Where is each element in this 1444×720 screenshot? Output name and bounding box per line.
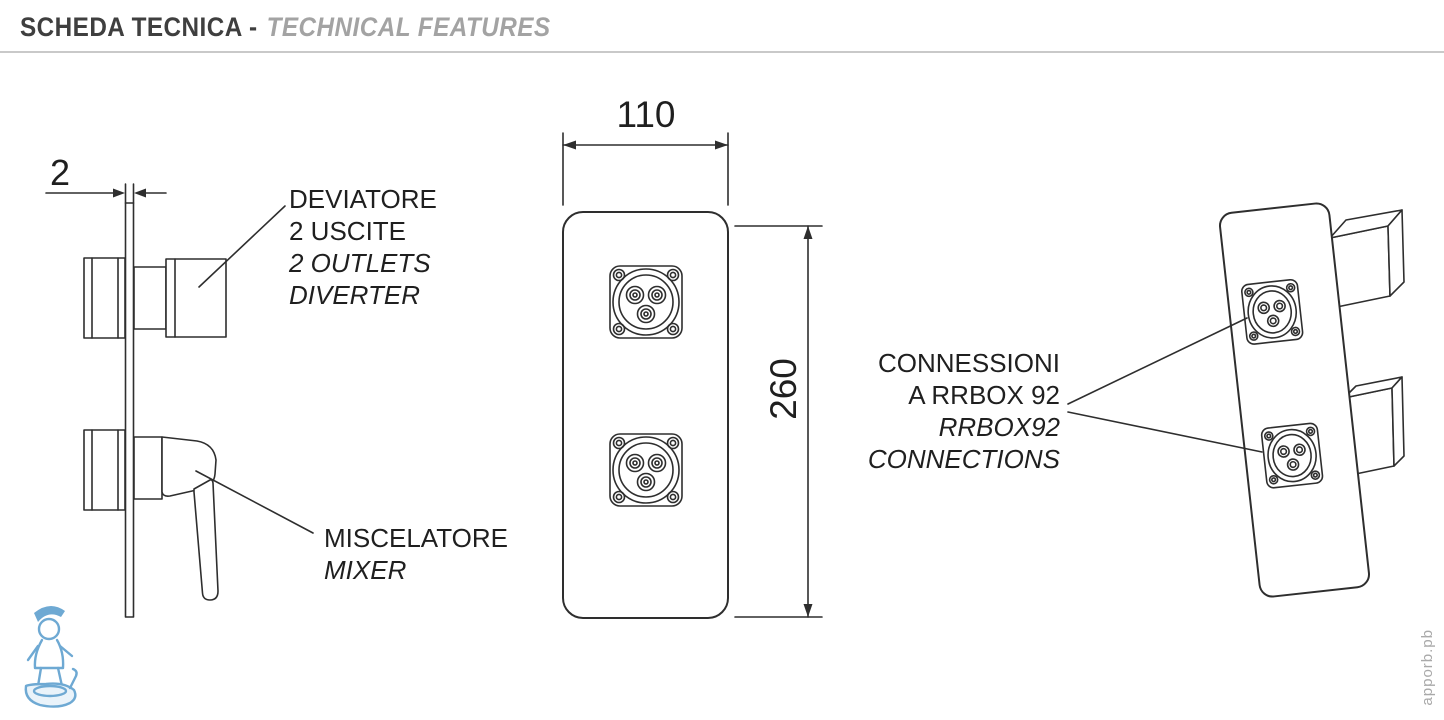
side-view-drawing <box>45 183 227 618</box>
mixer-label: MISCELATORE MIXER <box>324 522 508 586</box>
site-watermark: apporb.pb <box>1419 629 1436 706</box>
plumber-cap-icon <box>34 605 65 622</box>
front-plate <box>562 211 729 619</box>
mixer-label-line: MISCELATORE <box>324 523 508 553</box>
front-view-drawing <box>562 132 823 619</box>
header-divider <box>0 51 1444 53</box>
iso-plate <box>1219 202 1370 598</box>
connections-label-line: A RRBOX 92 <box>908 380 1060 410</box>
plumber-logo <box>24 605 78 708</box>
diverter-label-line: 2 USCITE <box>289 216 407 246</box>
connections-leader-lower <box>1067 411 1263 453</box>
connections-leader-upper <box>1067 317 1248 405</box>
page-subtitle: TECHNICAL FEATURES <box>266 12 551 42</box>
mixer-leader-line <box>195 470 314 534</box>
dim-arrow <box>134 188 146 198</box>
dimension-width-value: 110 <box>616 94 676 135</box>
diverter-label-line: DIVERTER <box>289 280 420 310</box>
diverter-side <box>83 257 227 339</box>
dim-arrow <box>113 188 125 198</box>
width-dimension <box>562 132 729 206</box>
plate-edge <box>124 202 135 618</box>
diverter-label: DEVIATORE 2 USCITE 2 OUTLETS DIVERTER <box>289 183 437 311</box>
rrbox-upper <box>1329 209 1405 309</box>
page-header: SCHEDA TECNICA - TECHNICAL FEATURES <box>20 12 551 43</box>
diverter-label-line: 2 OUTLETS <box>289 248 431 278</box>
connections-label-line: CONNECTIONS <box>867 444 1060 474</box>
connections-label-line: CONNESSIONI <box>877 348 1060 378</box>
page-title: SCHEDA TECNICA - <box>20 12 258 42</box>
plumber-body-icon <box>33 638 65 670</box>
connections-label-line: RRBOX92 <box>938 412 1060 442</box>
mixer-label-line: MIXER <box>324 555 407 585</box>
connections-label: CONNESSIONI A RRBOX 92 RRBOX92 CONNECTIO… <box>828 347 1060 475</box>
dimension-thickness-value: 2 <box>49 152 71 193</box>
diverter-leader-line <box>198 205 286 288</box>
plunger-icon <box>68 667 78 690</box>
iso-view-drawing <box>1219 202 1405 598</box>
height-dimension <box>734 225 823 618</box>
mixer-side <box>83 429 219 601</box>
plumber-head-icon <box>37 617 61 641</box>
toilet-seat-icon <box>32 684 68 698</box>
diverter-label-line: DEVIATORE <box>289 184 437 214</box>
plumber-arms-icon <box>26 644 74 662</box>
dimension-height-value: 260 <box>763 358 804 420</box>
